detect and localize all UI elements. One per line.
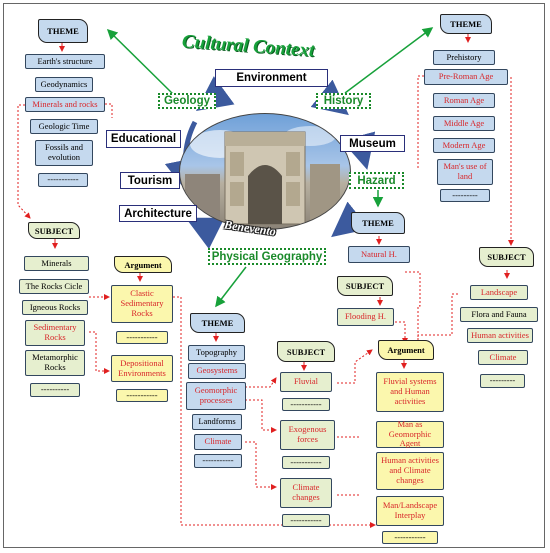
physgeo-subject-item[interactable]: Climate changes xyxy=(280,478,332,508)
hub-museum[interactable]: Museum xyxy=(340,135,405,152)
history-subject-item[interactable]: Human activities xyxy=(467,328,533,343)
physgeo-theme-item[interactable]: Geosystems xyxy=(188,363,246,379)
geology-subject-item[interactable]: Igneous Rocks xyxy=(22,300,88,315)
hub-tourism[interactable]: Tourism xyxy=(120,172,180,189)
outer-frame xyxy=(3,3,545,548)
geology-argument-item[interactable]: Clastic Sedimentary Rocks xyxy=(111,285,173,323)
geology-argument-item[interactable]: Depositional Environments xyxy=(111,355,173,382)
geology-theme-item[interactable]: Minerals and rocks xyxy=(25,97,105,112)
hub-educational[interactable]: Educational xyxy=(106,130,181,148)
history-theme-item[interactable]: --------- xyxy=(440,189,490,202)
geology-theme-item[interactable]: Earth's structure xyxy=(25,54,105,69)
hazard-theme-tag: THEME xyxy=(351,212,405,234)
physgeo-argument-item[interactable]: Fluvial systems and Human activities xyxy=(376,372,444,412)
history-theme-item[interactable]: Modern Age xyxy=(433,138,495,153)
hub-physical-geography[interactable]: Physical Geography xyxy=(208,248,326,265)
hub-architecture[interactable]: Architecture xyxy=(119,205,197,222)
history-theme-item[interactable]: Man's use of land xyxy=(437,159,493,185)
physgeo-subject-item[interactable]: Fluvial xyxy=(280,372,332,392)
hazard-subject-item[interactable]: Flooding H. xyxy=(337,308,394,326)
geology-theme-item[interactable]: Fossils and evolution xyxy=(35,140,93,166)
physgeo-argument-item[interactable]: Man as Geomorphic Agent xyxy=(376,419,444,448)
geology-theme-item[interactable]: ----------- xyxy=(38,173,88,187)
physgeo-theme-item[interactable]: Topography xyxy=(188,345,245,361)
physgeo-argument-item[interactable]: Human activities and Climate changes xyxy=(376,452,444,490)
physgeo-theme-item[interactable]: Climate xyxy=(194,434,242,450)
history-subject-item[interactable]: Climate xyxy=(478,350,528,365)
geology-subject-tag: SUBJECT xyxy=(28,222,80,239)
geology-subject-item[interactable]: ---------- xyxy=(30,383,80,397)
geology-subject-item[interactable]: Sedimentary Rocks xyxy=(25,320,85,346)
hub-hazard[interactable]: Hazard xyxy=(349,172,404,189)
physgeo-subject-tag: SUBJECT xyxy=(277,341,335,362)
physgeo-subject-item[interactable]: ----------- xyxy=(282,456,330,469)
physgeo-argument-item[interactable]: Man/Landscape Interplay xyxy=(376,496,444,526)
benevento-photo xyxy=(179,113,351,230)
physgeo-theme-item[interactable]: Landforms xyxy=(192,414,242,430)
physgeo-argument-tag: Argument xyxy=(378,340,434,360)
geology-theme-tag: THEME xyxy=(38,19,88,43)
hub-environment[interactable]: Environment xyxy=(215,69,328,87)
geology-argument-tag: Argument xyxy=(114,256,172,273)
geology-subject-item[interactable]: The Rocks Cicle xyxy=(19,279,89,294)
geology-argument-item[interactable]: ----------- xyxy=(116,389,168,402)
history-subject-tag: SUBJECT xyxy=(479,247,534,267)
history-subject-item[interactable]: --------- xyxy=(480,374,525,388)
hazard-theme-item[interactable]: Natural H. xyxy=(348,246,410,263)
hazard-subject-tag: SUBJECT xyxy=(337,276,393,296)
geology-subject-item[interactable]: Metamorphic Rocks xyxy=(25,350,85,376)
physgeo-subject-item[interactable]: Exogenous forces xyxy=(280,420,335,450)
hub-geology[interactable]: Geology xyxy=(158,93,216,109)
history-subject-item[interactable]: Landscape xyxy=(470,285,528,300)
physgeo-theme-item[interactable]: Geomorphic processes xyxy=(186,382,246,410)
history-theme-tag: THEME xyxy=(440,14,492,34)
physgeo-argument-item[interactable]: ----------- xyxy=(382,531,438,544)
arch-image xyxy=(185,126,340,225)
history-theme-item[interactable]: Roman Age xyxy=(433,93,495,108)
history-subject-item[interactable]: Flora and Fauna xyxy=(460,307,538,322)
physgeo-subject-item[interactable]: ----------- xyxy=(282,398,330,411)
history-theme-item[interactable]: Pre-Roman Age xyxy=(424,69,508,85)
physgeo-theme-item[interactable]: ----------- xyxy=(194,454,242,468)
physgeo-subject-item[interactable]: ----------- xyxy=(282,514,330,527)
history-theme-item[interactable]: Middle Age xyxy=(433,116,495,131)
history-theme-item[interactable]: Prehistory xyxy=(433,50,495,65)
hub-history[interactable]: History xyxy=(316,93,371,109)
geology-argument-item[interactable]: ----------- xyxy=(116,331,168,344)
geology-theme-item[interactable]: Geodynamics xyxy=(35,77,93,92)
geology-subject-item[interactable]: Minerals xyxy=(24,256,89,271)
physgeo-theme-tag: THEME xyxy=(190,313,245,333)
geology-theme-item[interactable]: Geologic Time xyxy=(30,119,98,134)
